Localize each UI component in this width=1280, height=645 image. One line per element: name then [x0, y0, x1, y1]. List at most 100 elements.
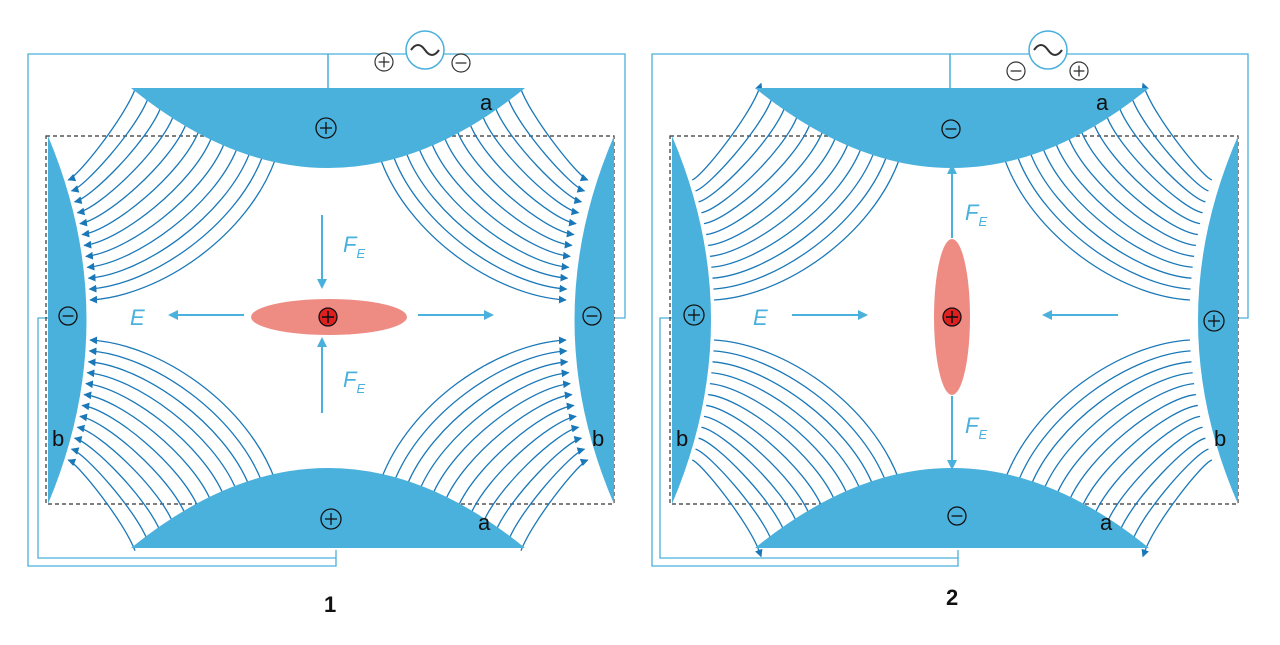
field-line [83, 137, 212, 249]
field-line [87, 153, 251, 282]
field-line [418, 369, 570, 492]
field-line [85, 143, 225, 260]
field-line [706, 125, 826, 236]
field-line [1001, 339, 1190, 487]
plus-sign-circle [1203, 310, 1225, 332]
field-line [86, 369, 238, 492]
panel-2-electrode-a-top-sign [941, 119, 961, 139]
panel-1-force-label-top: FE [343, 232, 365, 261]
field-line [88, 156, 263, 293]
minus-sign-circle [582, 306, 602, 326]
field-line [1078, 125, 1198, 236]
field-line [380, 336, 567, 481]
panel-1-field-label: E [130, 305, 145, 330]
panel-2-label-b-right: b [1214, 426, 1226, 451]
panel-2-electrode-b-left [672, 136, 711, 504]
panel-2-force-label-bottom: FE [965, 413, 987, 442]
field-line [1128, 92, 1209, 192]
field-line [70, 98, 149, 193]
panel-1-source-right-sign [451, 53, 471, 73]
field-line [712, 361, 877, 494]
field-line [507, 447, 586, 542]
field-line [431, 380, 571, 497]
field-line [711, 372, 865, 498]
field-line [1001, 153, 1190, 301]
field-line [698, 101, 788, 203]
field-line [1103, 426, 1203, 530]
panel-2-electrode-b-right [1198, 136, 1238, 504]
field-line [1052, 137, 1195, 258]
field-line [714, 339, 903, 487]
field-line [1052, 382, 1195, 503]
field-line [520, 88, 589, 182]
field-line [712, 146, 877, 279]
field-line [701, 110, 801, 214]
panel-1-field-lines [67, 88, 589, 552]
field-line [711, 142, 865, 268]
panel-1-ac-source [405, 30, 445, 70]
field-line [1141, 459, 1213, 558]
field-line [709, 382, 852, 503]
field-line [83, 391, 212, 503]
field-line [70, 447, 149, 542]
field-line [714, 153, 903, 301]
field-line [79, 413, 187, 516]
field-line [1065, 393, 1196, 509]
minus-sign-circle [941, 119, 961, 139]
panel-1-charge [318, 307, 338, 327]
field-line [85, 380, 225, 497]
field-line [456, 131, 575, 238]
panel-2-ac-source [1028, 30, 1068, 70]
field-line [1090, 415, 1201, 523]
field-line [87, 358, 251, 487]
field-line [1027, 146, 1192, 279]
field-line [1014, 150, 1191, 290]
field-line [1103, 110, 1203, 214]
panel-1-label-a-top: a [480, 90, 493, 115]
plus-sign-circle [683, 304, 705, 326]
plus-sign-circle [315, 117, 337, 139]
panel-1: a a b b FE FE E 1 [27, 30, 626, 617]
panel-1-source-left-sign [374, 52, 394, 72]
panel-2-wiring [651, 53, 1249, 567]
field-line [701, 426, 801, 530]
field-line [444, 137, 573, 249]
panel-2-label-a-bottom: a [1100, 510, 1113, 535]
field-line [89, 336, 276, 481]
field-line [1065, 131, 1196, 247]
field-line [1141, 82, 1213, 181]
panel-2-field-label: E [753, 305, 768, 330]
panel-1-label-a-bottom: a [478, 510, 491, 535]
field-line [1027, 361, 1192, 494]
field-line [520, 458, 589, 552]
field-line [695, 92, 776, 192]
field-line [708, 131, 839, 247]
field-line [73, 107, 162, 204]
field-line [706, 404, 826, 515]
field-line [507, 98, 586, 193]
field-line [494, 107, 583, 204]
plus-sign-circle [320, 508, 342, 530]
field-line [393, 347, 568, 484]
field-line [1090, 117, 1201, 225]
field-line [67, 88, 136, 182]
panel-2-charge [942, 307, 962, 327]
panel-2-electrode-a-bottom-sign [947, 506, 967, 526]
field-line [431, 143, 571, 260]
panel-2-electrode-b-left-sign [683, 304, 705, 326]
field-line [494, 436, 583, 533]
field-line [405, 358, 569, 487]
field-line [469, 124, 577, 227]
field-line [76, 116, 174, 216]
field-line [81, 402, 200, 509]
panel-2: a a b b FE FE E 2 [651, 30, 1249, 610]
panel-1-label-b-left: b [52, 426, 64, 451]
field-line [1014, 350, 1191, 490]
panel-1-electrode-b-left [48, 136, 87, 504]
panel-1-electrode-b-left-sign [58, 306, 78, 326]
field-line [380, 159, 567, 304]
field-line [76, 424, 174, 524]
panel-1-force-label-bottom: FE [343, 367, 365, 396]
panel-1-electrode-b-right-sign [582, 306, 602, 326]
minus-sign-circle [947, 506, 967, 526]
